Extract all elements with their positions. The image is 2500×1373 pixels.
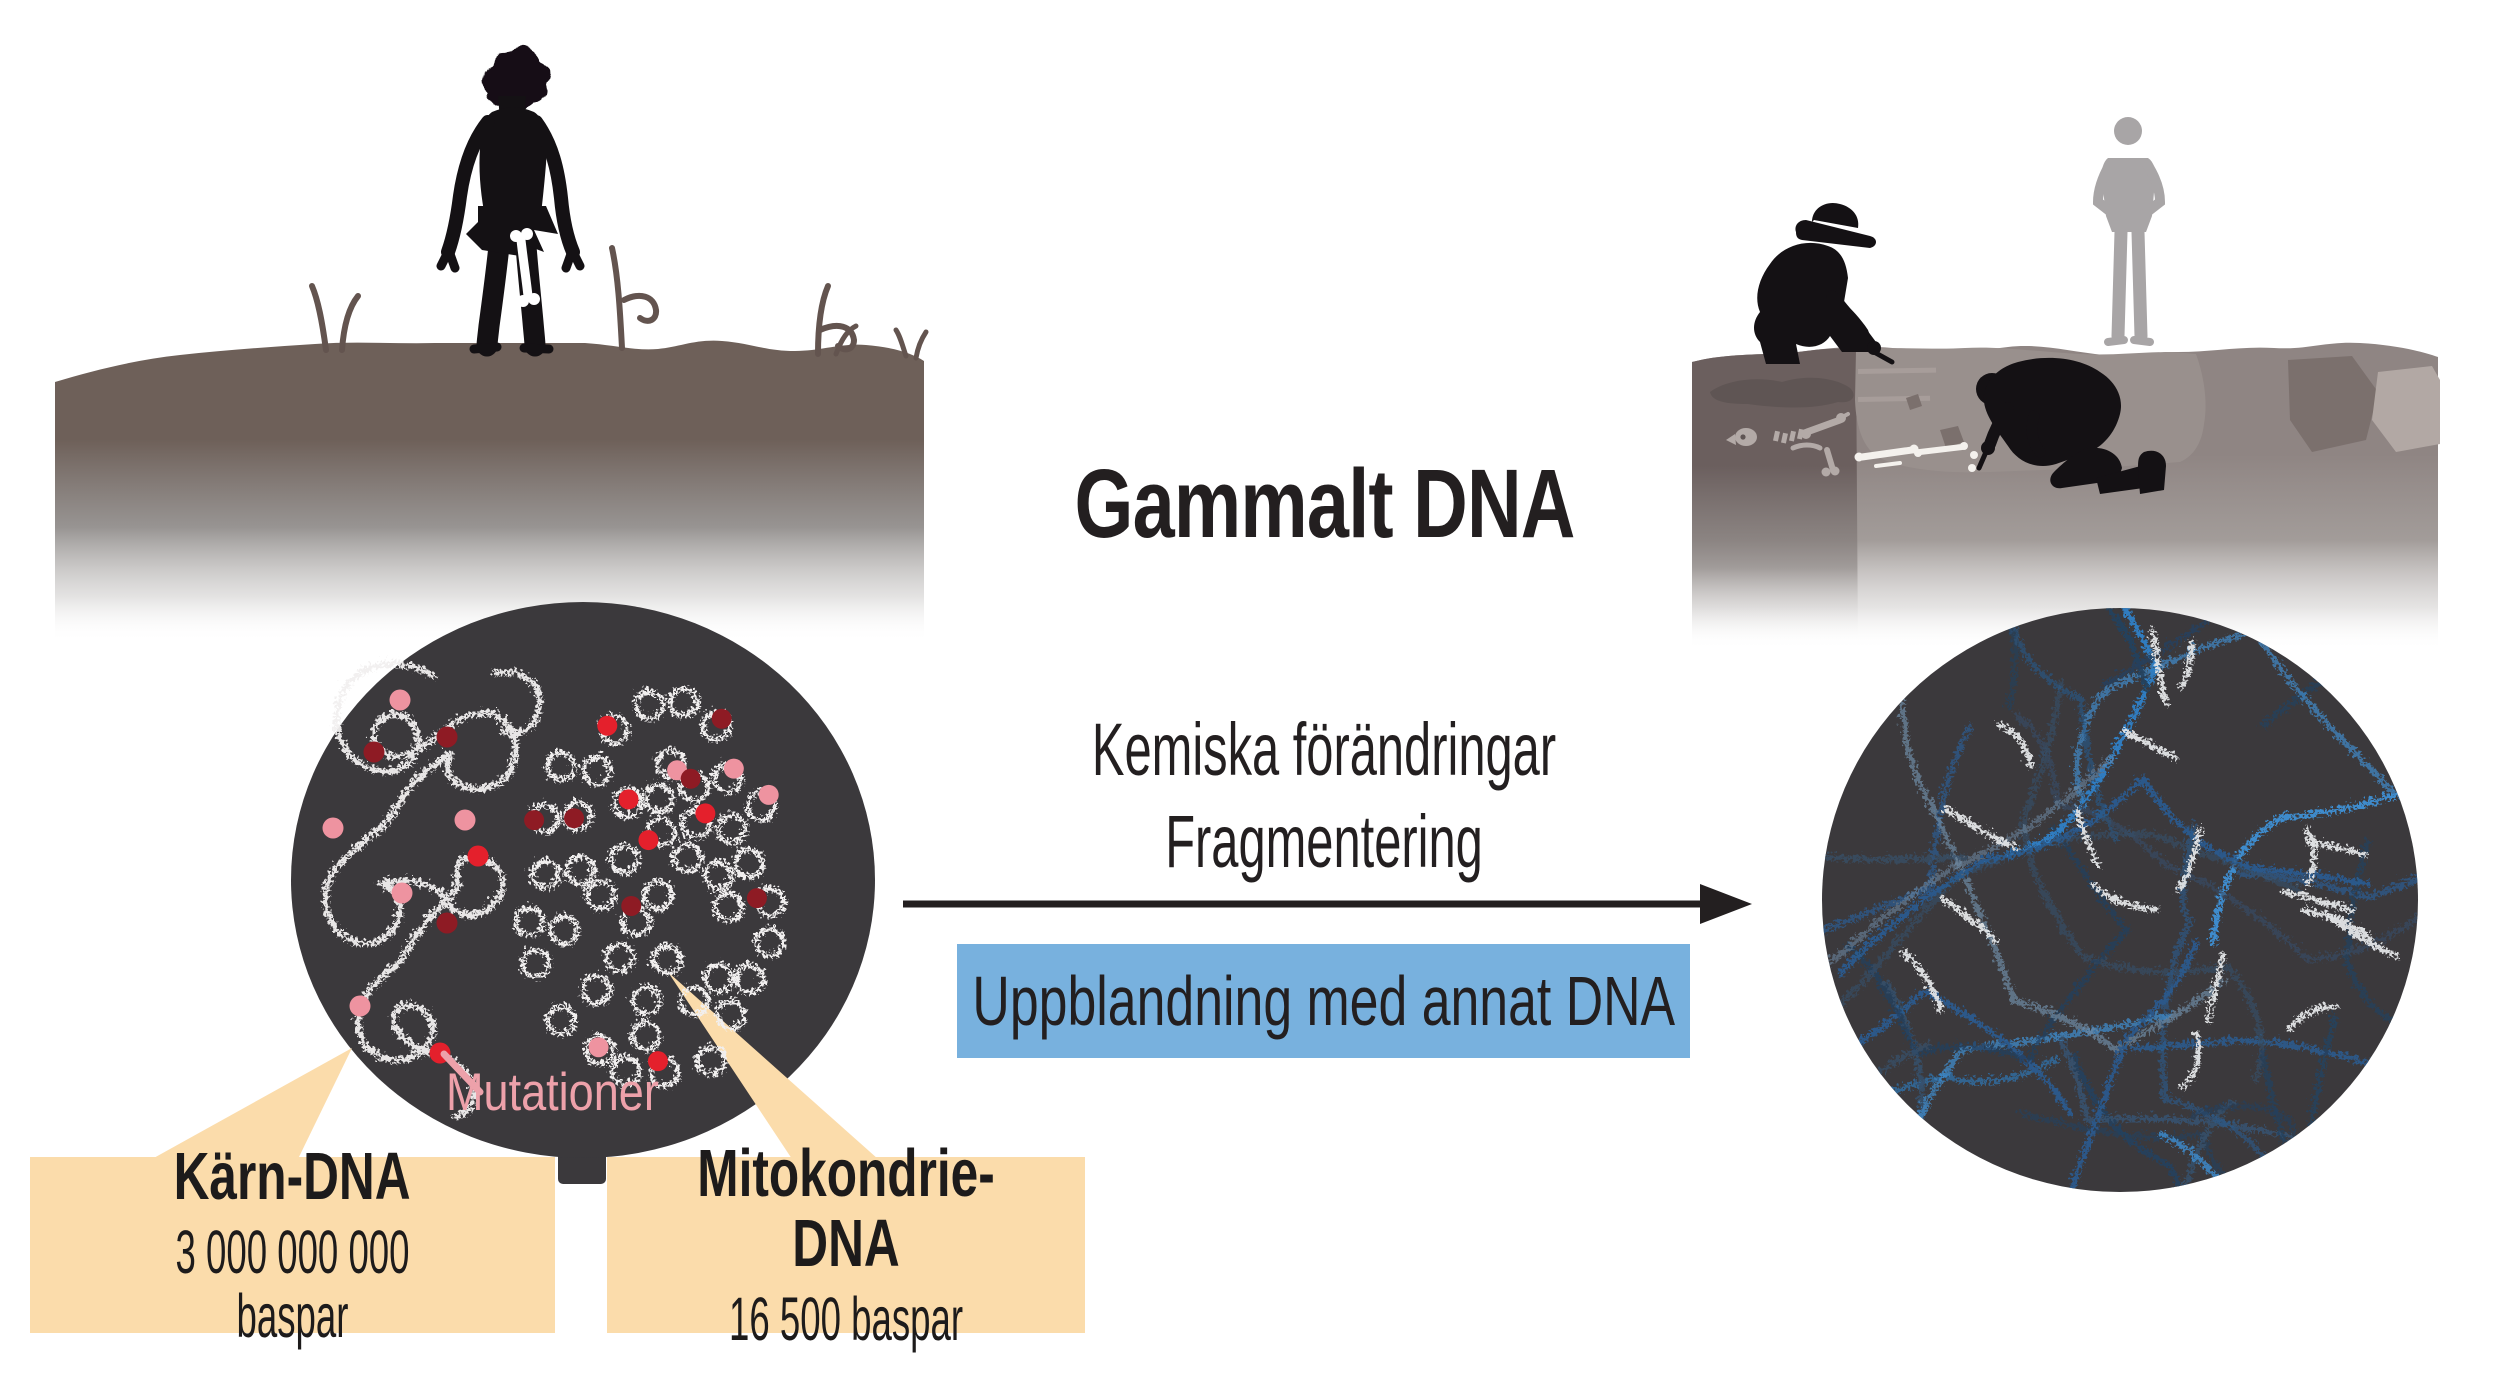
archaeologist-kneeling-icon bbox=[1976, 357, 2166, 494]
grass-icon bbox=[309, 245, 929, 361]
ancient-human-scene bbox=[55, 47, 929, 648]
ground-left bbox=[55, 340, 924, 648]
soil-stain bbox=[1710, 377, 1854, 408]
mutation-pointer-line bbox=[440, 1050, 484, 1096]
karn-dna-title: Kärn-DNA bbox=[174, 1139, 411, 1214]
mitochondrie-dna-title: Mitokondrie-DNA bbox=[697, 1136, 995, 1281]
stone-icon bbox=[1906, 394, 1922, 410]
ground-right-dark-section bbox=[1692, 348, 1858, 650]
trowel-icon bbox=[1976, 449, 1989, 471]
mitochondrie-dna-basepairs: 16 500 baspar bbox=[728, 1285, 964, 1353]
bone-icon bbox=[510, 228, 540, 307]
mixing-label-box: Uppblandning med annat DNA bbox=[957, 944, 1690, 1058]
rock-icon bbox=[2372, 366, 2440, 452]
page-title-text: Gammalt DNA bbox=[1074, 449, 1576, 558]
ancient-human-silhouette-icon bbox=[436, 47, 585, 357]
mixing-label: Uppblandning med annat DNA bbox=[972, 962, 1675, 1040]
stone-icon bbox=[1940, 426, 1964, 448]
mutations-label: Mutationer bbox=[446, 1063, 659, 1122]
excavated-bones-icon bbox=[1854, 442, 1978, 472]
mitochondrial-dna-rings bbox=[510, 683, 783, 1085]
right-arrow-icon bbox=[903, 884, 1752, 924]
fragmentation-label: Fragmentering bbox=[1165, 800, 1483, 883]
buried-skeleton-icon bbox=[1726, 412, 1850, 477]
karn-dna-label-box: Kärn-DNA 3 000 000 000 baspar bbox=[30, 1142, 555, 1348]
hat-icon bbox=[1812, 202, 1859, 228]
rock-icon bbox=[2288, 356, 2378, 452]
degradation-labels: Kemiska förändringar Fragmentering bbox=[952, 704, 1696, 888]
hat-icon bbox=[1795, 220, 1876, 248]
person-standing-icon bbox=[2092, 117, 2166, 346]
mutation-dots bbox=[524, 708, 779, 1072]
archaeologist-crouching-icon bbox=[1754, 202, 1895, 365]
magnified-dna-circle bbox=[152, 602, 878, 1184]
page-title: Gammalt DNA bbox=[975, 448, 1675, 560]
excavation-scene bbox=[1692, 117, 2440, 650]
nuclear-dna-strand bbox=[319, 657, 539, 1115]
karn-dna-basepairs: 3 000 000 000 baspar bbox=[175, 1218, 410, 1350]
chemical-changes-label: Kemiska förändringar bbox=[1091, 708, 1557, 791]
callout-beam-left bbox=[152, 1048, 352, 1159]
mitochondrie-dna-label-box: Mitokondrie-DNA 16 500 baspar bbox=[607, 1139, 1085, 1351]
callout-beam-right bbox=[668, 972, 878, 1159]
mutation-dots bbox=[322, 689, 489, 1064]
